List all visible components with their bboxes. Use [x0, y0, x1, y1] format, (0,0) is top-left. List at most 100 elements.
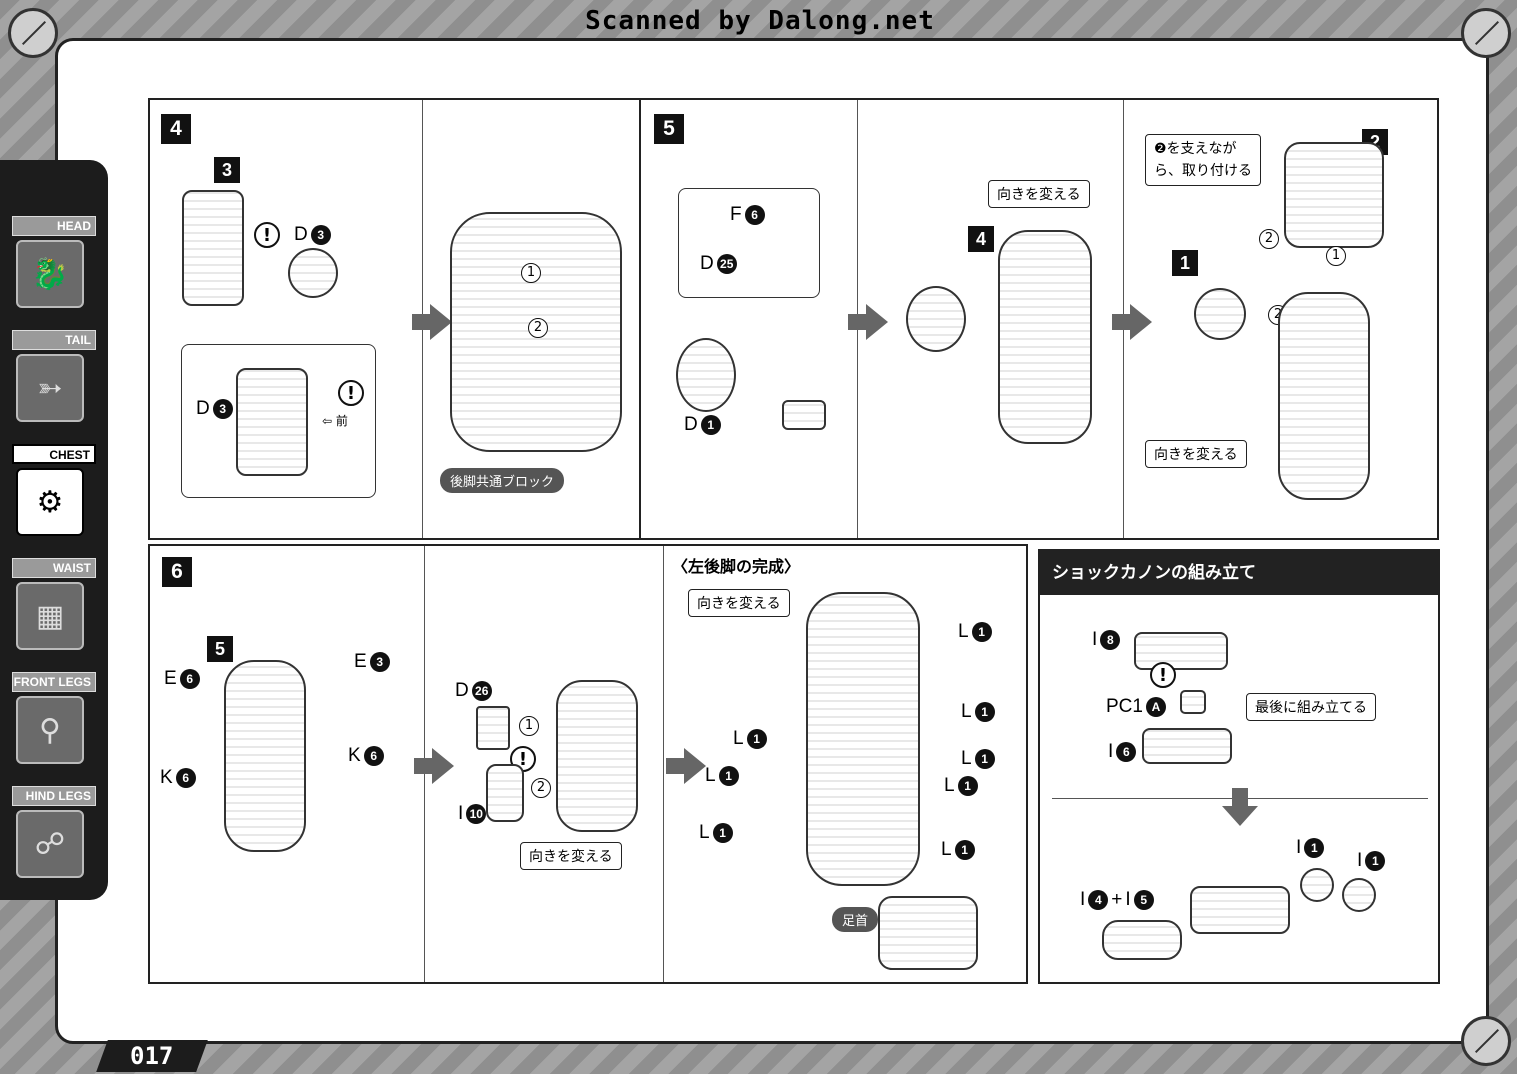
- sidebar-item-label: TAIL: [12, 330, 96, 350]
- part-letter: I: [1080, 889, 1086, 910]
- completed-hind-leg-illustration: [806, 592, 920, 886]
- sidebar-item-waist[interactable]: WAIST ▦: [12, 558, 98, 656]
- next-step-arrow-icon: [848, 304, 888, 340]
- part-number: 5: [1133, 890, 1154, 910]
- part-letter: I: [458, 803, 464, 824]
- subassembly-badge: 3: [214, 157, 240, 183]
- waist-icon: ▦: [16, 582, 84, 650]
- chest-icon: ⚙: [16, 468, 84, 536]
- sidebar-item-head[interactable]: HEAD 🐉: [12, 216, 98, 314]
- part-letter: E: [354, 651, 367, 672]
- part-letter: I: [1125, 889, 1131, 910]
- corner-bolt-icon: [8, 8, 58, 58]
- next-step-arrow-icon: [414, 748, 454, 784]
- part-letter: L: [733, 728, 744, 749]
- part-number: 6: [179, 669, 200, 689]
- part-number: 3: [310, 225, 331, 245]
- armor-part-illustration: [486, 764, 524, 822]
- part-number: A: [1145, 697, 1166, 717]
- part-number: 6: [175, 768, 196, 788]
- small-part-illustration: [476, 706, 510, 750]
- down-arrow-icon: [1222, 788, 1258, 826]
- part-letter: D: [196, 398, 210, 419]
- small-part-illustration: [782, 400, 826, 430]
- sidebar-item-label: HIND LEGS: [12, 786, 96, 806]
- cannon-top-part-illustration: [1134, 632, 1228, 670]
- part-letter: D: [684, 414, 698, 435]
- leg-assembly-illustration: [998, 230, 1092, 444]
- part-number: 1: [954, 840, 975, 860]
- chest-block-illustration: [1284, 142, 1384, 248]
- part-number: 1: [1304, 838, 1325, 858]
- part-letter: D: [700, 253, 714, 274]
- sidebar-item-front-legs[interactable]: FRONT LEGS ⚲: [12, 672, 98, 770]
- part-letter: F: [730, 204, 742, 225]
- tail-icon: ➳: [16, 354, 84, 422]
- divider: [639, 100, 641, 538]
- cap-part-illustration: [1300, 868, 1334, 902]
- block-label: 後脚共通ブロック: [440, 468, 565, 493]
- sidebar-item-label: FRONT LEGS: [12, 672, 96, 692]
- part-letter: I: [1108, 741, 1114, 762]
- plus-sign: +: [1111, 889, 1123, 910]
- sidebar-item-tail[interactable]: TAIL ➳: [12, 330, 98, 428]
- part-number: 3: [369, 652, 390, 672]
- order-marker: 2: [531, 778, 551, 798]
- corner-bolt-icon: [1461, 8, 1511, 58]
- part-number: 10: [466, 804, 487, 824]
- head-icon: 🐉: [16, 240, 84, 308]
- part-letter: I: [1296, 837, 1302, 858]
- joint-part-illustration: [1194, 288, 1246, 340]
- part-letter: L: [944, 775, 955, 796]
- order-marker: 2: [528, 318, 548, 338]
- divider: [663, 546, 664, 982]
- part-number: 1: [957, 776, 978, 796]
- sidebar-item-hind-legs[interactable]: HIND LEGS ☍: [12, 786, 98, 884]
- detail-part-illustration: [236, 368, 308, 476]
- next-step-arrow-icon: [666, 748, 706, 784]
- order-marker: 1: [1326, 246, 1346, 266]
- corner-bolt-icon: [1461, 1016, 1511, 1066]
- ankle-label: 足首: [832, 907, 879, 932]
- part-letter: K: [348, 745, 361, 766]
- part-number: 6: [363, 746, 384, 766]
- part-number: 8: [1100, 630, 1121, 650]
- leg-assembly-illustration: [224, 660, 306, 852]
- cannon-body-illustration: [1190, 886, 1290, 934]
- part-number: 25: [716, 254, 737, 274]
- part-letter: I: [1092, 629, 1098, 650]
- hind-legs-icon: ☍: [16, 810, 84, 878]
- part-letter: K: [160, 767, 173, 788]
- sidebar-item-chest[interactable]: CHEST ⚙: [12, 444, 98, 542]
- leg-assembly-illustration: [1278, 292, 1370, 500]
- part-number: 1: [700, 415, 721, 435]
- part-number: 1: [974, 749, 995, 769]
- part-number: 1: [712, 823, 733, 843]
- sidebar-item-label: WAIST: [12, 558, 96, 578]
- subassembly-badge: 5: [207, 636, 233, 662]
- caution-icon: !: [254, 222, 280, 248]
- part-letter: L: [958, 621, 969, 642]
- part-number: 1: [1365, 851, 1386, 871]
- cannon-bottom-part-illustration: [1142, 728, 1232, 764]
- part-letter: L: [941, 839, 952, 860]
- part-number: 4: [1088, 890, 1109, 910]
